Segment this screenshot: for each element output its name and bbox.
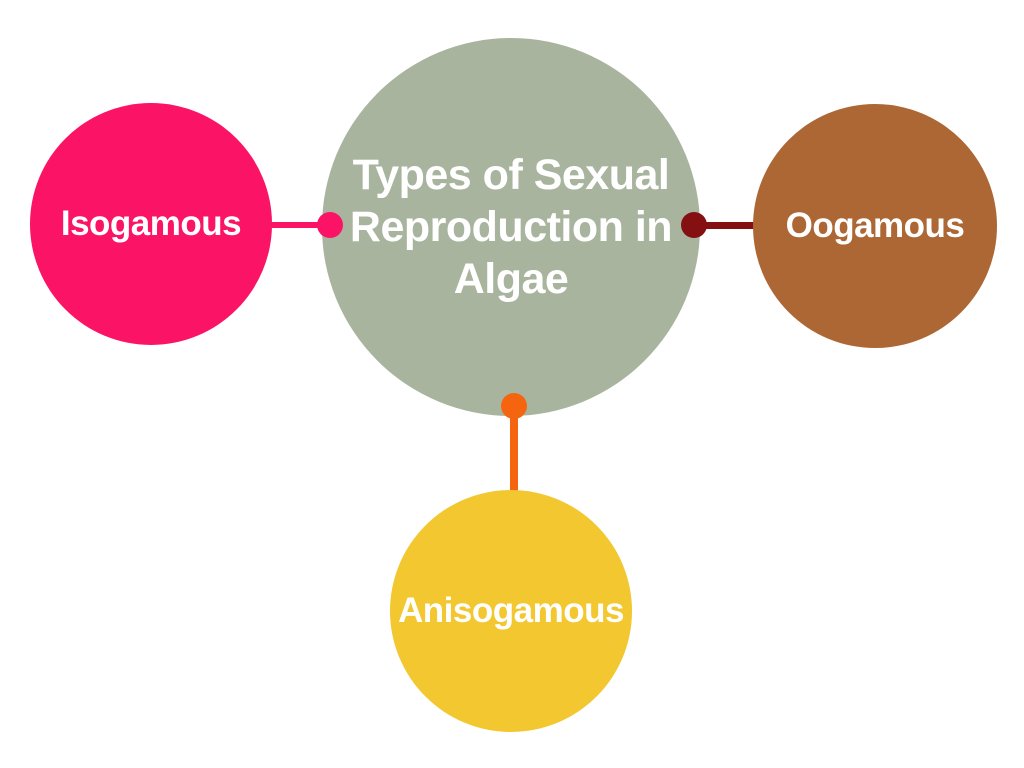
node-oogamous-label: Oogamous: [785, 206, 965, 245]
connector-isogamous-dot: [317, 212, 343, 238]
connector-anisogamous-line: [510, 406, 518, 492]
connector-oogamous-line: [694, 222, 756, 229]
node-anisogamous-label: Anisogamous: [398, 591, 624, 630]
central-title-line-1: Types of Sexual: [352, 151, 670, 199]
node-anisogamous-circle: Anisogamous: [390, 490, 632, 732]
connector-anisogamous-dot: [501, 393, 527, 419]
central-topic-circle: Types of Sexual Reproduction in Algae: [322, 38, 700, 416]
central-title-line-2: Reproduction in: [349, 203, 673, 251]
node-isogamous-circle: Isogamous: [30, 103, 272, 345]
central-title-line-3: Algae: [453, 255, 569, 303]
central-topic-label: Types of Sexual Reproduction in Algae: [349, 149, 673, 305]
connector-oogamous-dot: [681, 212, 707, 238]
node-oogamous-circle: Oogamous: [753, 104, 997, 348]
connector-isogamous-line: [266, 222, 330, 228]
node-isogamous-label: Isogamous: [60, 204, 242, 243]
